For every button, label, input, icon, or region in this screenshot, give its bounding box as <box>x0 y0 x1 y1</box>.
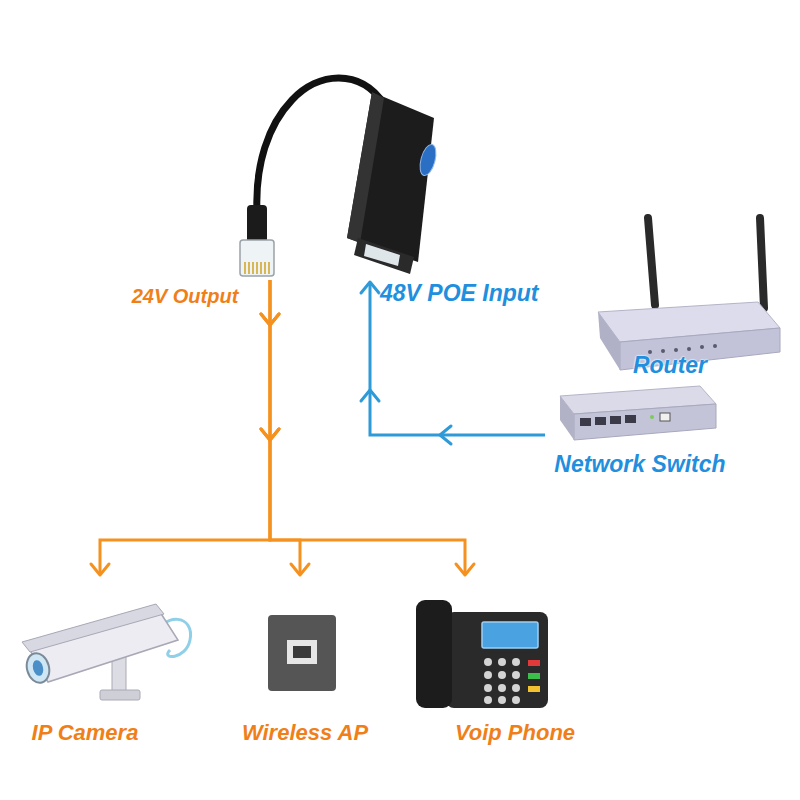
router-side <box>598 312 620 370</box>
arrow-head <box>261 429 279 440</box>
arrow-head <box>361 390 379 401</box>
connector-line <box>270 280 300 575</box>
rj45-plug <box>240 240 274 276</box>
splitter-side <box>347 92 384 243</box>
arrow-head <box>440 426 451 444</box>
phone-screen <box>482 622 538 648</box>
phone-button <box>528 660 540 666</box>
phone-button <box>528 673 540 679</box>
device-label: Network Switch <box>530 451 750 479</box>
device-label: IP Camera <box>0 720 190 746</box>
camera-hood <box>22 604 164 652</box>
poe-splitter: 24V Output <box>110 70 430 280</box>
splitter-sticker <box>417 143 439 178</box>
phone-handset <box>416 600 452 708</box>
connector <box>261 280 309 575</box>
switch-side <box>560 396 574 440</box>
port-label: 24V Output <box>110 284 260 308</box>
camera-mount-base <box>100 690 140 700</box>
switch-ports <box>580 413 670 426</box>
plug-boot <box>247 205 267 243</box>
arrow-head <box>361 282 379 293</box>
arrow-head <box>91 564 109 575</box>
ap-port <box>287 640 317 664</box>
camera-lens <box>23 651 52 686</box>
arrow-head <box>291 564 309 575</box>
connector <box>261 280 474 575</box>
ip-camera: IP Camera <box>10 575 200 705</box>
connector-line <box>100 280 270 575</box>
network-switch: Network Switch <box>545 385 735 447</box>
router-antenna <box>760 218 764 308</box>
voip-phone: Voip Phone <box>405 575 585 705</box>
edge-label: 48V POE Input <box>380 280 538 307</box>
phone-keypad <box>484 658 520 704</box>
router-antenna <box>648 218 655 305</box>
device-label: Wireless AP <box>200 720 410 746</box>
ap-wall-plate <box>268 615 336 691</box>
connector <box>91 280 279 575</box>
arrow-head <box>261 314 279 325</box>
router: Router <box>570 210 770 380</box>
splitter-port-socket <box>364 244 400 266</box>
phone-body <box>446 612 548 708</box>
camera-lens-glass <box>31 659 45 677</box>
connector-line <box>270 280 465 575</box>
device-label: Voip Phone <box>410 720 620 746</box>
switch-front <box>574 404 716 440</box>
splitter-body <box>347 92 434 262</box>
arrow-head <box>456 564 474 575</box>
connector <box>361 282 545 444</box>
device-label: Router <box>570 352 770 380</box>
phone-button <box>528 686 540 692</box>
wireless-ap: Wireless AP <box>230 575 380 705</box>
splitter-port <box>354 238 414 274</box>
plug-pins <box>245 262 269 274</box>
ap-port-socket <box>293 646 311 658</box>
